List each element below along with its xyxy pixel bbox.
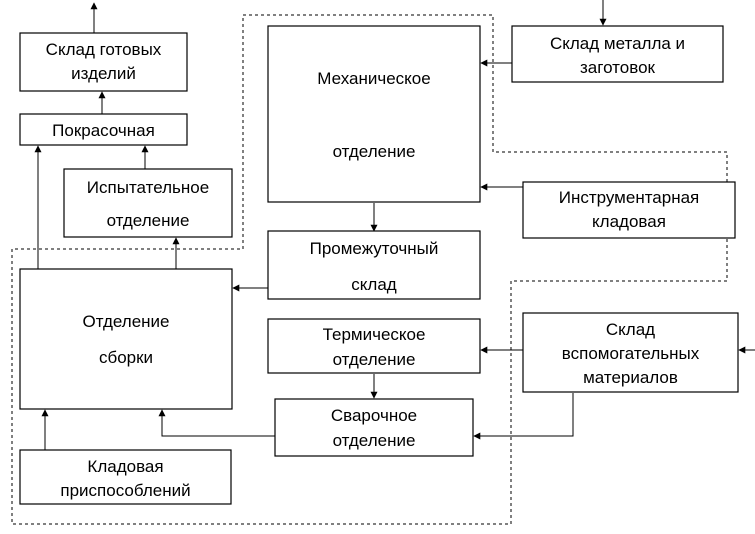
assembly-label-2: сборки [99,348,153,367]
node-intermediate-store: Промежуточный склад [267,230,481,300]
node-aux-materials-store: Склад вспомогательных материалов [522,312,739,393]
node-tool-store: Инструментарная кладовая [522,181,736,239]
metal-store-label-1: Склад металла и [550,34,685,53]
testing-label-1: Испытательное [87,178,209,197]
aux-store-label-1: Склад [606,320,655,339]
node-assembly-department: Отделение сборки [19,268,233,410]
node-thermal-department: Термическое отделение [267,318,481,374]
mechanical-label-2: отделение [333,142,416,161]
arrow-welding-to-assembly [158,409,275,437]
node-welding-department: Сварочное отделение [274,398,474,457]
welding-label-1: Сварочное [331,406,417,425]
intermediate-label-2: склад [351,275,397,294]
assembly-label-1: Отделение [83,312,170,331]
fixtures-label-1: Кладовая [87,457,163,476]
aux-store-label-3: материалов [583,368,678,387]
node-painting: Покрасочная [19,113,188,146]
node-mechanical-department: Механическое отделение [267,25,481,203]
welding-label-2: отделение [333,431,416,450]
connectors [34,0,755,450]
painting-label: Покрасочная [52,121,155,140]
aux-store-label-2: вспомогательных [562,344,700,363]
mechanical-label-1: Механическое [317,69,430,88]
node-finished-goods-store: Склад готовых изделий [19,32,188,92]
testing-label-2: отделение [107,211,190,230]
node-metal-store: Склад металла и заготовок [511,25,724,83]
tool-store-label-1: Инструментарная [559,188,700,207]
intermediate-label-1: Промежуточный [310,239,439,258]
thermal-label-1: Термическое [323,325,426,344]
fixtures-label-2: приспособлений [60,481,190,500]
tool-store-label-2: кладовая [592,212,666,231]
finished-goods-label-2: изделий [71,64,136,83]
arrow-aux-to-welding [473,393,574,440]
upper-zone-boundary [11,14,728,525]
finished-goods-label-1: Склад готовых [46,40,162,59]
node-testing-department: Испытательное отделение [63,168,233,238]
thermal-label-2: отделение [333,350,416,369]
node-fixtures-store: Кладовая приспособлений [19,449,232,505]
metal-store-label-2: заготовок [580,58,656,77]
